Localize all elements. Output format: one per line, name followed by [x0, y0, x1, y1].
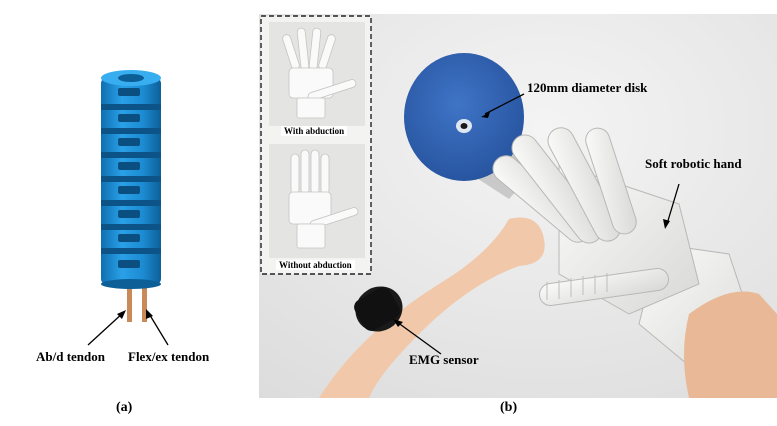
- flex-ex-tendon-rod: [142, 280, 147, 322]
- panel-a-label: (a): [116, 400, 133, 415]
- panel-b-photo: With abduction Without abduction 120mm d…: [259, 14, 777, 398]
- blue-disk: [404, 53, 524, 181]
- inset-photo-with-abduction: [269, 22, 365, 126]
- disk-callout-label: 120mm diameter disk: [527, 80, 648, 95]
- experiment-photo: [259, 14, 777, 398]
- inset-caption-without-abduction: Without abduction: [276, 260, 355, 270]
- finger-segment-model: [87, 70, 169, 346]
- panel-a: Ab/d tendon Flex/ex tendon (a): [0, 0, 255, 426]
- inset-caption-with-abduction: With abduction: [281, 126, 348, 136]
- human-arm: [319, 217, 545, 398]
- flex-ex-tendon-label: Flex/ex tendon: [128, 349, 210, 364]
- emg-sensor-device: [354, 286, 403, 332]
- ab-d-tendon-label: Ab/d tendon: [36, 349, 105, 364]
- emg-sensor-callout-label: EMG sensor: [409, 352, 479, 367]
- ab-d-tendon-rod: [127, 280, 132, 322]
- hand-callout-label: Soft robotic hand: [645, 156, 742, 171]
- inset-photo-without-abduction: [269, 144, 365, 258]
- panel-b-label: (b): [500, 400, 518, 415]
- holding-hand: [684, 291, 777, 398]
